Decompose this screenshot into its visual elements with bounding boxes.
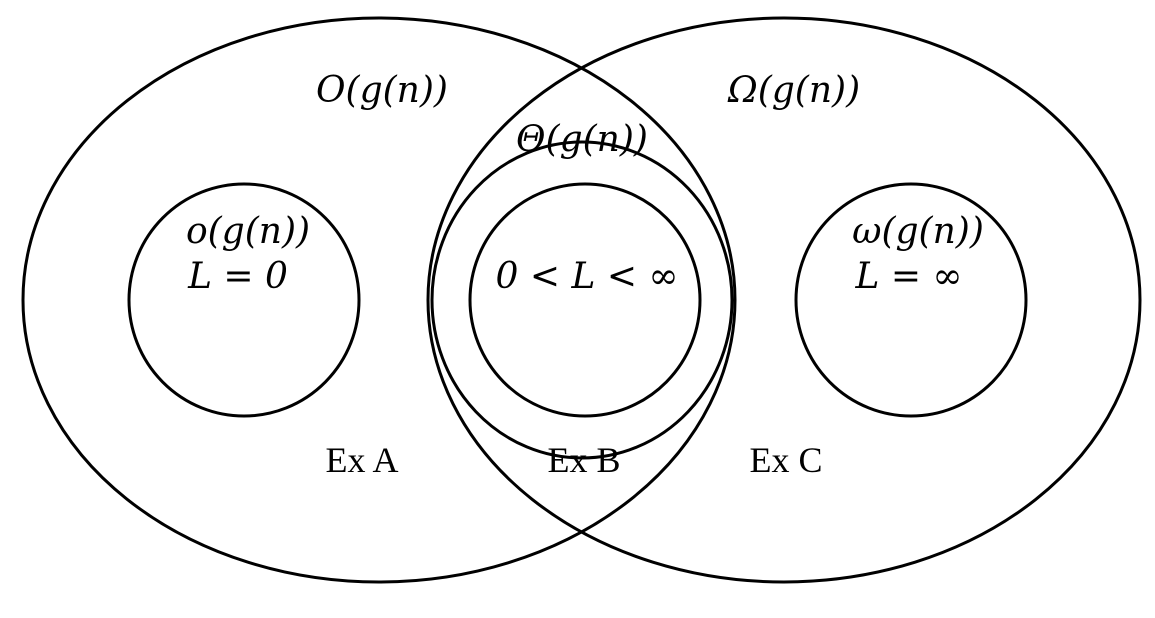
big-o-label: O(g(n)): [316, 70, 448, 111]
little-omega-set-circle: [794, 182, 1028, 418]
middle-limit-set-circle: [468, 182, 702, 418]
little-o-set-circle: [127, 182, 361, 418]
theta-label: Θ(g(n)): [516, 119, 648, 160]
little-omega-label: ω(g(n)): [852, 211, 984, 252]
big-omega-label: Ω(g(n)): [727, 70, 860, 111]
little-omega-condition: L = ∞: [855, 256, 963, 297]
example-b-label: Ex B: [547, 440, 620, 480]
theta-set-ellipse: [430, 140, 734, 460]
example-c-label: Ex C: [749, 440, 822, 480]
middle-condition: 0 < L < ∞: [496, 256, 679, 297]
big-o-set-ellipse: [21, 16, 737, 584]
little-o-condition: L = 0: [187, 256, 288, 297]
example-a-label: Ex A: [325, 440, 398, 480]
big-omega-set-ellipse: [426, 16, 1142, 584]
little-o-label: o(g(n)): [186, 211, 310, 252]
